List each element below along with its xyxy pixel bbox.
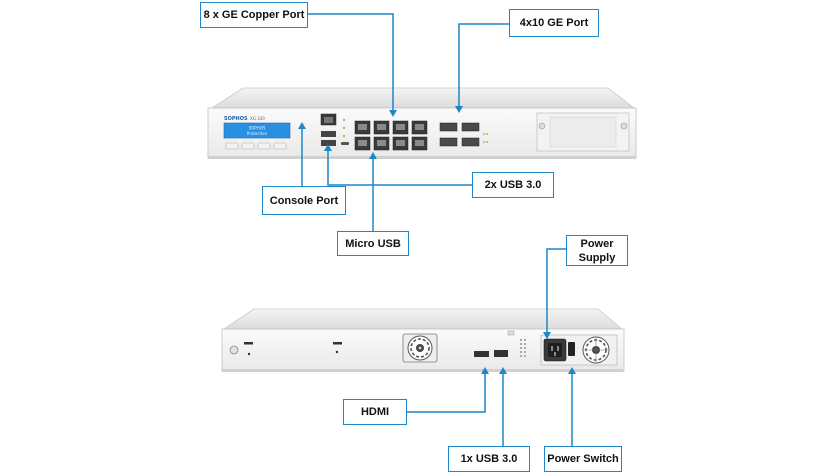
callout-hdmi: HDMI	[343, 399, 407, 425]
callout-lines	[301, 13, 573, 446]
callout-console-text: Console Port	[269, 194, 339, 207]
micro-usb-port	[341, 142, 349, 145]
usb-port-rear	[494, 350, 508, 357]
lcd-line2: Protection	[247, 131, 268, 136]
callout-usb-rear-text: 1x USB 3.0	[460, 453, 518, 465]
sfp-ports	[439, 122, 480, 147]
callout-usb-front: 2x USB 3.0	[472, 172, 554, 198]
rear-fan-left	[402, 333, 438, 363]
callout-usb-front-text: 2x USB 3.0	[484, 179, 542, 191]
callout-10ge-ports: 4x10 GE Port	[509, 9, 599, 37]
callout-console: Console Port	[262, 186, 346, 215]
power-switch	[568, 342, 575, 356]
callout-usb-rear: 1x USB 3.0	[448, 446, 530, 472]
callout-power-switch: Power Switch	[544, 446, 622, 472]
brand-logo: SOPHOS	[224, 116, 248, 122]
callout-power-supply-line1: Power	[580, 237, 614, 250]
usb-port-front-1	[321, 131, 336, 137]
callout-power-switch-text: Power Switch	[547, 453, 619, 465]
lcd-display	[223, 122, 291, 139]
front-buttons	[225, 142, 287, 150]
lcd-line1: SOPHOS	[249, 126, 266, 131]
front-appliance: SOPHOS XG 330 SOPHOS Protection	[207, 87, 637, 159]
rear-fan-psu	[582, 336, 610, 364]
callout-power-supply-line2: Supply	[578, 251, 616, 264]
rear-appliance	[221, 308, 625, 372]
callout-10ge-ports-text: 4x10 GE Port	[519, 17, 589, 29]
hdmi-port	[474, 351, 489, 357]
callout-hdmi-text: HDMI	[360, 406, 390, 418]
callout-copper-ports: 8 x GE Copper Port	[200, 2, 308, 28]
callout-micro-usb: Micro USB	[337, 231, 409, 256]
callout-arrowheads	[298, 106, 576, 374]
model-label: XG 330	[250, 116, 265, 121]
callout-power-supply: Power Supply	[566, 235, 628, 266]
usb-port-front-2	[321, 140, 336, 146]
callout-micro-usb-text: Micro USB	[345, 237, 401, 250]
callout-copper-ports-text: 8 x GE Copper Port	[203, 9, 305, 21]
